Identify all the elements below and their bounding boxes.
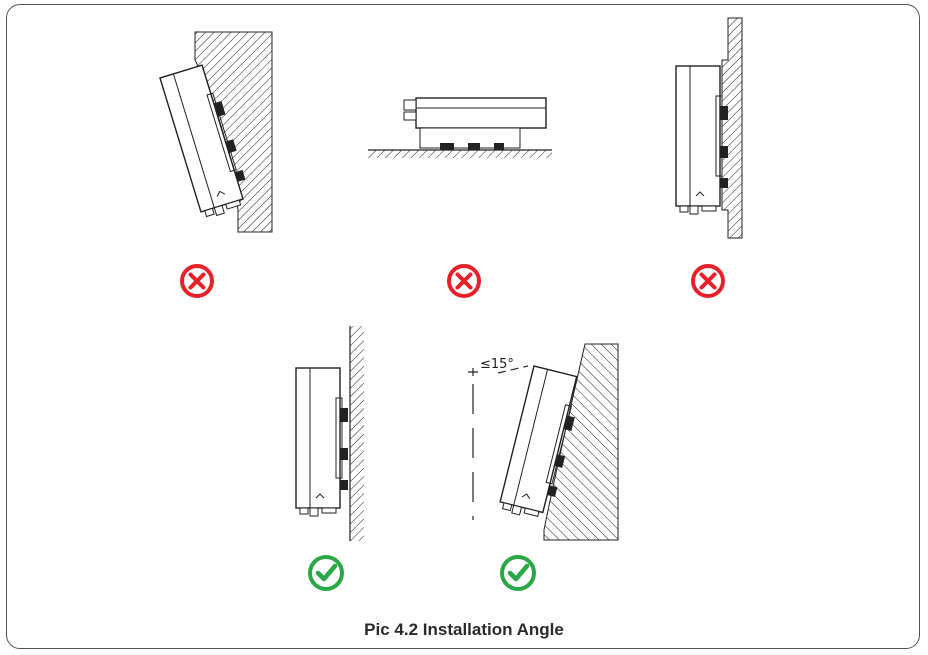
- check-circle-icon: [310, 557, 342, 589]
- figure-caption: Pic 4.2 Installation Angle: [364, 620, 564, 639]
- x-circle-icon: [180, 264, 214, 298]
- panel-tilted-back: [468, 343, 619, 589]
- wall: [721, 17, 743, 239]
- wall: [350, 326, 364, 541]
- floor: [368, 150, 552, 158]
- check-circle-icon: [502, 557, 534, 589]
- panel-tilted-forward: [159, 31, 273, 298]
- max-angle-label: ≤15°: [480, 357, 514, 372]
- panel-horizontal: [368, 97, 552, 298]
- x-circle-icon: [691, 264, 725, 298]
- panel-vertical: [295, 326, 364, 589]
- x-circle-icon: [447, 264, 481, 298]
- panel-vertical-recessed: [675, 17, 743, 298]
